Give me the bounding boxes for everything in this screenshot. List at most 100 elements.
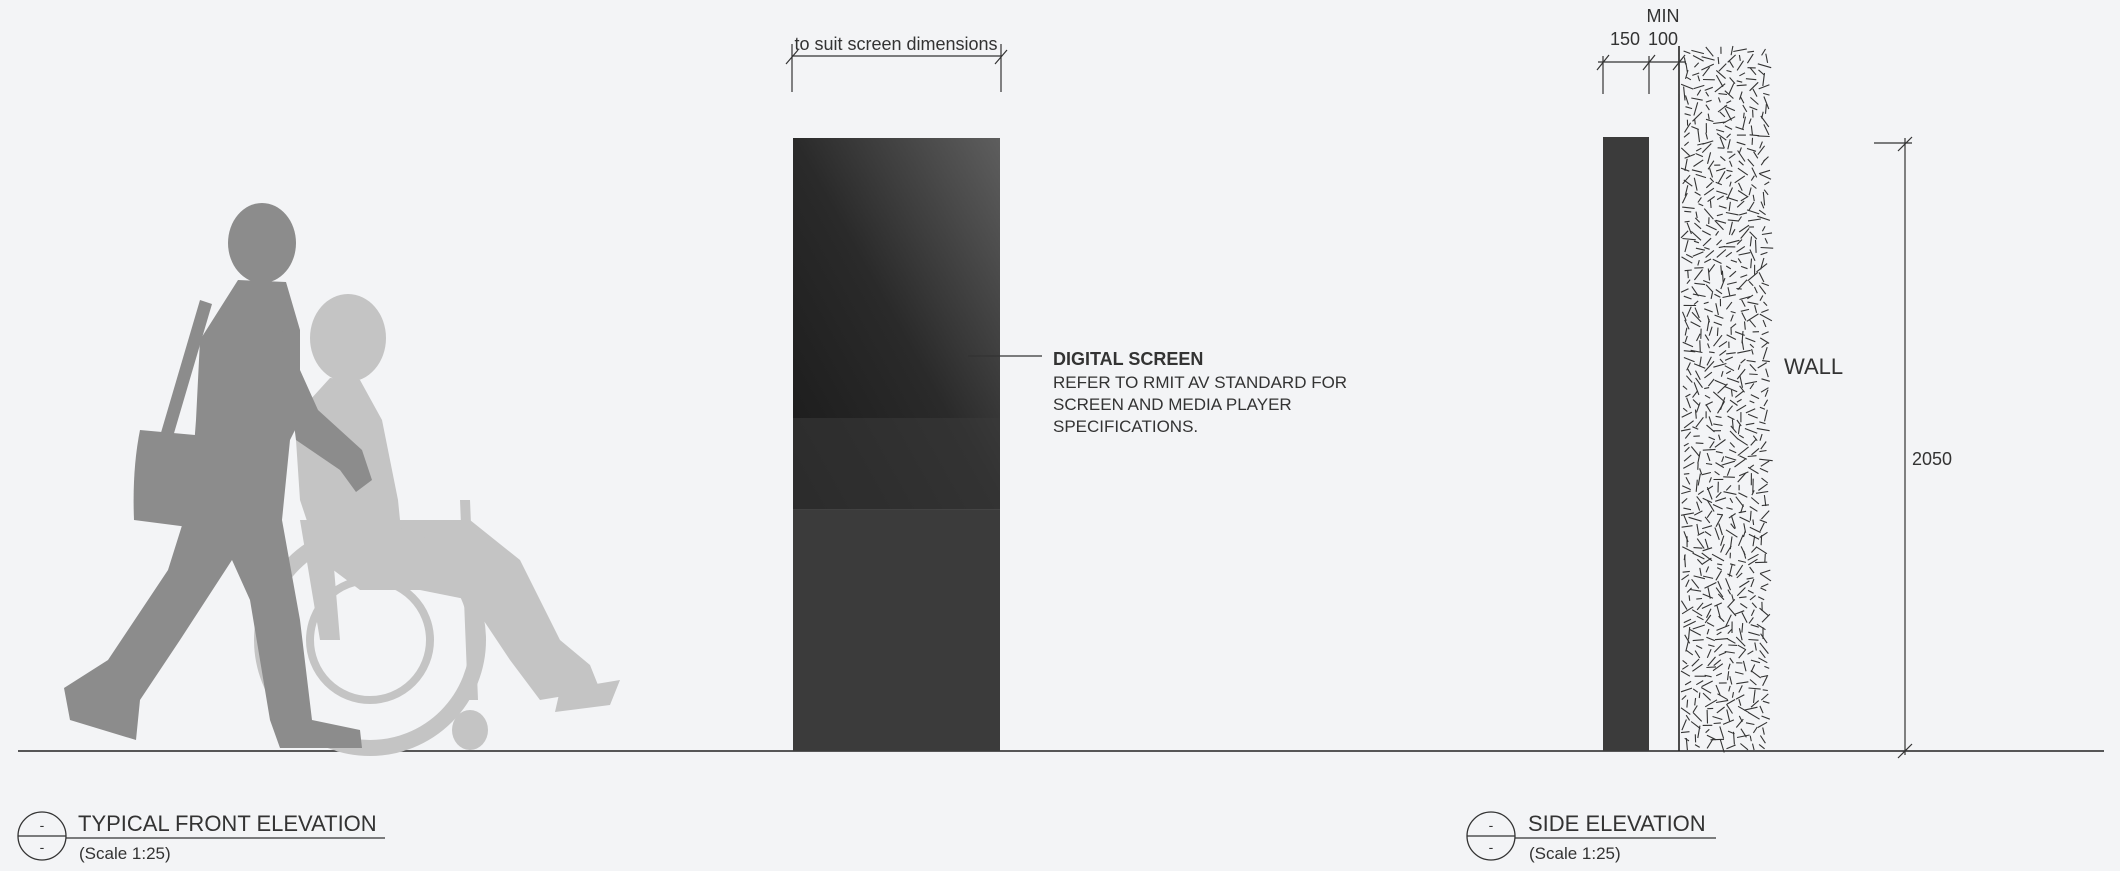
wall-hatch-stroke: [1705, 539, 1708, 548]
wall-hatch-stroke: [1752, 349, 1754, 354]
wall-hatch-stroke: [1709, 477, 1711, 482]
wall-hatch-stroke: [1703, 693, 1711, 700]
wall-hatch-stroke: [1703, 594, 1713, 598]
wall-hatch-stroke: [1706, 667, 1716, 668]
wall-hatch-stroke: [1763, 192, 1764, 206]
wall-hatch-stroke: [1709, 264, 1715, 272]
wall-hatch-stroke: [1692, 610, 1702, 616]
wall-hatch-stroke: [1749, 320, 1755, 327]
wall-hatch-stroke: [1726, 530, 1737, 537]
wall-hatch-stroke: [1694, 63, 1698, 67]
wall-hatch-stroke: [1686, 580, 1689, 587]
wall-hatch-stroke: [1743, 661, 1746, 671]
wall-hatch-stroke: [1731, 46, 1733, 55]
wall-hatch-stroke: [1721, 371, 1723, 377]
wall-hatch-stroke: [1761, 252, 1768, 254]
wall-hatch-stroke: [1681, 671, 1690, 676]
wall-hatch-stroke: [1723, 720, 1734, 725]
wall-hatch-stroke: [1706, 182, 1712, 188]
wall-hatch-stroke: [1763, 320, 1766, 327]
wheelchair-user-silhouette: [262, 294, 620, 750]
wall-hatch-stroke: [1686, 715, 1689, 720]
wall-hatch-stroke: [1708, 152, 1711, 164]
wall-hatch-stroke: [1762, 226, 1765, 231]
wall-hatch-stroke: [1706, 119, 1713, 121]
wall-hatch-stroke: [1697, 539, 1704, 549]
totem-side-profile: [1603, 137, 1649, 751]
wall-hatch-stroke: [1727, 134, 1731, 138]
wall-hatch-stroke: [1736, 682, 1748, 684]
wall-hatch-stroke: [1681, 231, 1688, 238]
wall-hatch-stroke: [1744, 531, 1746, 537]
wall-hatch-stroke: [1705, 335, 1709, 341]
wall-hatch-stroke: [1736, 695, 1744, 699]
wall-hatch-stroke: [1732, 390, 1733, 397]
wall-hatch-stroke: [1743, 105, 1747, 112]
wall-hatch-stroke: [1689, 629, 1701, 635]
wall-hatch-stroke: [1686, 376, 1692, 383]
wall-hatch-stroke: [1758, 136, 1770, 137]
wall-hatch-stroke: [1743, 117, 1746, 130]
wall-hatch-stroke: [1681, 732, 1690, 733]
wall-hatch-stroke: [1750, 527, 1761, 532]
wall-hatch-stroke: [1681, 429, 1691, 431]
wall-hatch-stroke: [1705, 615, 1711, 623]
wall-hatch-stroke: [1696, 443, 1704, 444]
wall-hatch-stroke: [1759, 459, 1773, 461]
wall-hatch-stroke: [1714, 335, 1723, 346]
wall-hatch-stroke: [1737, 81, 1743, 82]
totem-screen-lower-glare: [793, 418, 1000, 510]
wall-hatch-stroke: [1750, 344, 1754, 347]
wall-hatch-stroke: [1738, 493, 1747, 497]
wall-hatch-stroke: [1715, 498, 1726, 502]
wall-hatch-stroke: [1704, 188, 1714, 195]
wall-hatch-stroke: [1692, 73, 1699, 75]
wall-hatch-stroke: [1686, 477, 1690, 484]
wall-hatch-stroke: [1737, 350, 1750, 353]
wall-hatch-stroke: [1761, 202, 1764, 209]
wall-hatch-stroke: [1753, 744, 1755, 750]
wall-hatch-stroke: [1708, 114, 1709, 120]
wall-hatch-stroke: [1687, 223, 1691, 234]
wall-hatch-stroke: [1763, 728, 1765, 735]
wall-hatch-stroke: [1720, 156, 1725, 160]
screen-width-label: to suit screen dimensions: [794, 34, 997, 54]
wall-hatch-stroke: [1707, 649, 1711, 658]
wall-hatch-stroke: [1750, 736, 1751, 742]
wall-hatch-stroke: [1697, 334, 1701, 341]
wall-hatch-stroke: [1717, 707, 1725, 713]
wall-hatch-stroke: [1681, 601, 1687, 610]
wall-hatch-stroke: [1715, 84, 1725, 92]
wall-hatch-stroke: [1682, 207, 1694, 208]
wall-hatch-stroke: [1707, 511, 1712, 518]
wall-hatch-stroke: [1764, 302, 1768, 306]
wall-hatch-stroke: [1732, 692, 1733, 698]
wall-hatch-stroke: [1751, 660, 1760, 663]
wall-hatch-stroke: [1691, 98, 1702, 100]
wall-hatch-stroke: [1747, 51, 1754, 52]
wall-hatch-stroke: [1749, 688, 1761, 689]
wall-hatch-stroke: [1692, 659, 1699, 666]
wall-hatch-stroke: [1758, 146, 1765, 155]
wall-hatch-stroke: [1761, 160, 1765, 166]
wall-hatch-stroke: [1727, 468, 1730, 476]
wall-hatch-stroke: [1683, 462, 1694, 468]
wall-hatch-stroke: [1749, 374, 1758, 375]
side-view-scale: (Scale 1:25): [1529, 844, 1621, 863]
wall-hatch-stroke: [1750, 401, 1755, 403]
wall-hatch-stroke: [1761, 535, 1762, 545]
wall-hatch-stroke: [1695, 218, 1699, 223]
wall-hatch-stroke: [1728, 599, 1735, 607]
wall-hatch-stroke: [1687, 650, 1693, 655]
wall-hatch-stroke: [1701, 688, 1711, 694]
wall-hatch-stroke: [1732, 594, 1734, 601]
wall-hatch-stroke: [1698, 197, 1702, 202]
wall-hatch-stroke: [1728, 139, 1730, 149]
wall-hatch-stroke: [1683, 342, 1693, 347]
wall-hatch-stroke: [1732, 229, 1735, 235]
wall-hatch-stroke: [1755, 287, 1758, 293]
wall-hatch-stroke: [1748, 590, 1754, 593]
wall-hatch-stroke: [1749, 617, 1753, 623]
wall-hatch-stroke: [1742, 313, 1746, 321]
wall-hatch-stroke: [1713, 424, 1722, 426]
